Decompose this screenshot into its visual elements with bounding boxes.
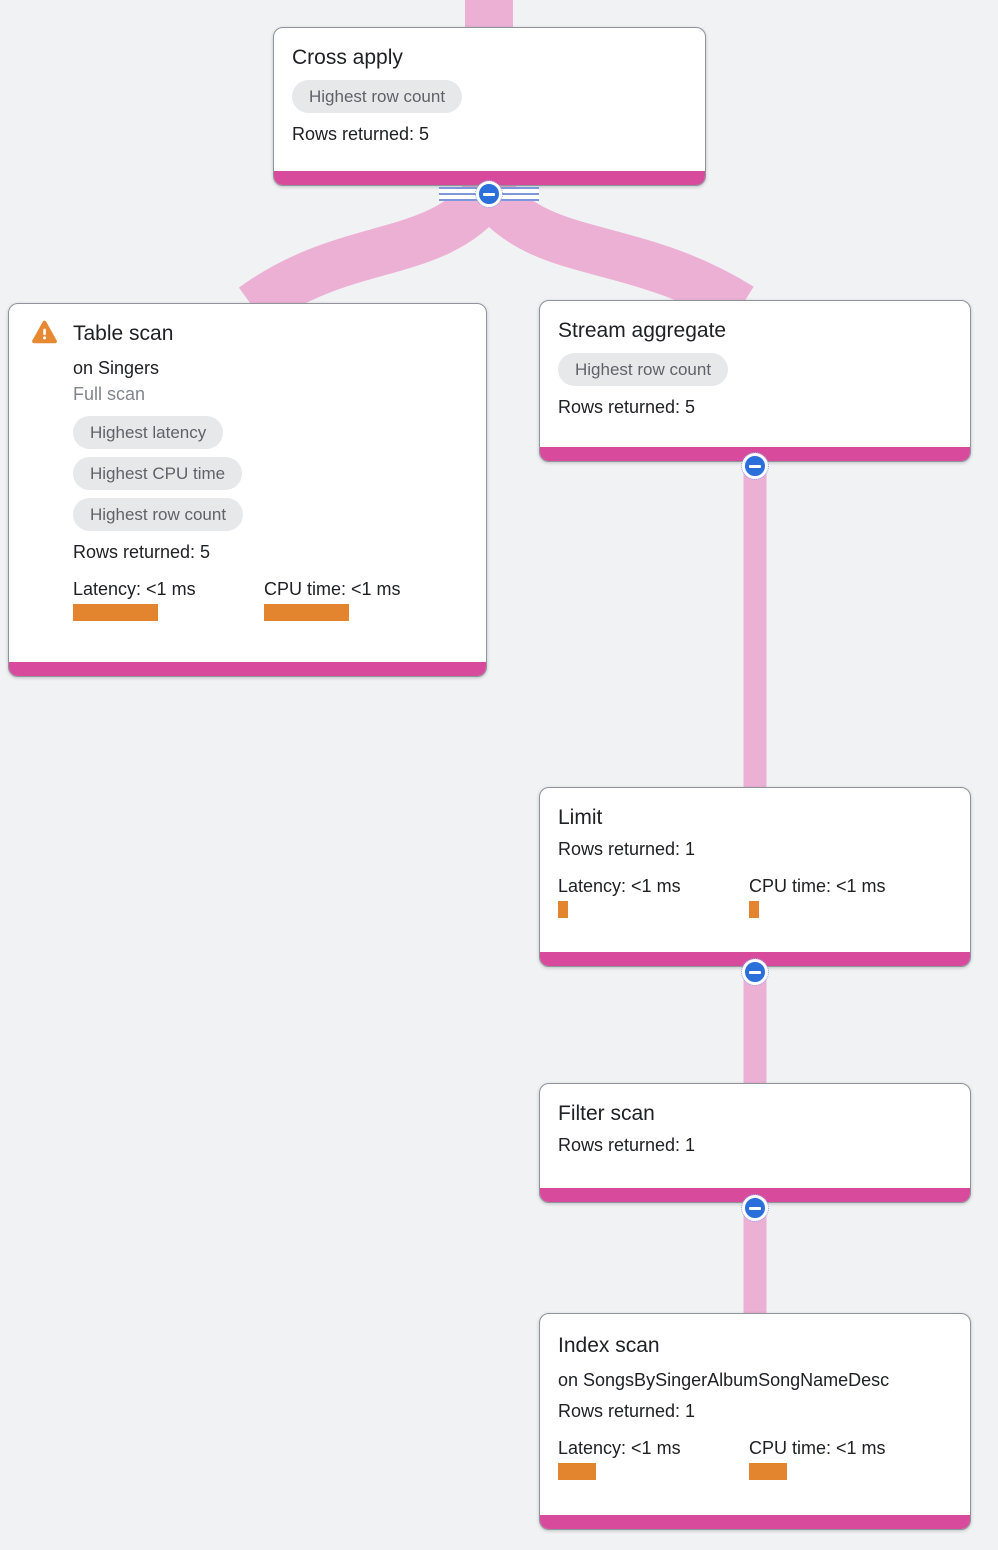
node-title: Cross apply: [292, 46, 403, 69]
collapse-button-stream-aggregate[interactable]: [741, 452, 769, 480]
collapse-button-cross-apply[interactable]: [475, 180, 503, 208]
highlight-pill: Highest latency: [73, 416, 224, 449]
node-limit[interactable]: Limit Rows returned: 1 Latency: <1 ms CP…: [539, 787, 971, 967]
highlight-pill: Highest row count: [292, 80, 463, 113]
node-subtitle: on SongsBySingerAlbumSongNameDesc: [558, 1370, 890, 1390]
scan-type-label: Full scan: [73, 384, 146, 404]
minus-icon: [749, 970, 761, 974]
latency-bar: [558, 901, 568, 918]
minus-icon: [749, 1206, 761, 1210]
node-filter-scan[interactable]: Filter scan Rows returned: 1: [539, 1083, 971, 1203]
cpu-time-label: CPU time: <1 ms: [749, 1438, 886, 1458]
latency-label: Latency: <1 ms: [73, 579, 196, 599]
node-cross-apply[interactable]: Cross apply Highest row count Rows retur…: [273, 27, 706, 186]
latency-label: Latency: <1 ms: [558, 1438, 681, 1458]
rows-returned: Rows returned: 1: [558, 839, 696, 859]
rows-returned: Rows returned: 1: [558, 1401, 696, 1421]
rows-returned: Rows returned: 5: [73, 542, 211, 562]
node-bottom-bar: [274, 171, 705, 185]
edge-root-to-cross-apply: [465, 0, 513, 30]
node-bottom-bar: [9, 662, 486, 676]
warning-icon: [31, 319, 58, 346]
edge-cross-apply-to-table-scan: [238, 176, 508, 327]
node-title: Filter scan: [558, 1102, 655, 1125]
node-stream-aggregate[interactable]: Stream aggregate Highest row count Rows …: [539, 300, 971, 462]
latency-bar: [558, 1463, 596, 1480]
node-title: Table scan: [73, 322, 174, 345]
latency-label: Latency: <1 ms: [558, 876, 681, 896]
minus-icon: [749, 464, 761, 468]
node-title: Index scan: [558, 1334, 660, 1357]
node-index-scan[interactable]: Index scan on SongsBySingerAlbumSongName…: [539, 1313, 971, 1530]
edge-cross-apply-to-stream-aggregate: [470, 176, 754, 328]
node-title: Stream aggregate: [558, 319, 727, 342]
node-title: Limit: [558, 806, 603, 829]
cpu-time-label: CPU time: <1 ms: [264, 579, 401, 599]
collapse-button-filter-scan[interactable]: [741, 1194, 769, 1222]
rows-returned: Rows returned: 1: [558, 1135, 696, 1155]
cpu-time-bar: [749, 1463, 787, 1480]
cpu-time-label: CPU time: <1 ms: [749, 876, 886, 896]
collapse-button-limit[interactable]: [741, 958, 769, 986]
minus-icon: [483, 192, 495, 196]
node-subtitle: on Singers: [73, 358, 160, 378]
highlight-pill: Highest row count: [73, 498, 244, 531]
rows-returned: Rows returned: 5: [292, 124, 430, 144]
highlight-pill: Highest row count: [558, 353, 729, 386]
rows-returned: Rows returned: 5: [558, 397, 696, 417]
cpu-time-bar: [264, 604, 349, 621]
latency-bar: [73, 604, 158, 621]
cpu-time-bar: [749, 901, 759, 918]
node-bottom-bar: [540, 1515, 970, 1529]
highlight-pill: Highest CPU time: [73, 457, 243, 490]
node-table-scan[interactable]: Table scan on Singers Full scan Highest …: [8, 303, 487, 677]
